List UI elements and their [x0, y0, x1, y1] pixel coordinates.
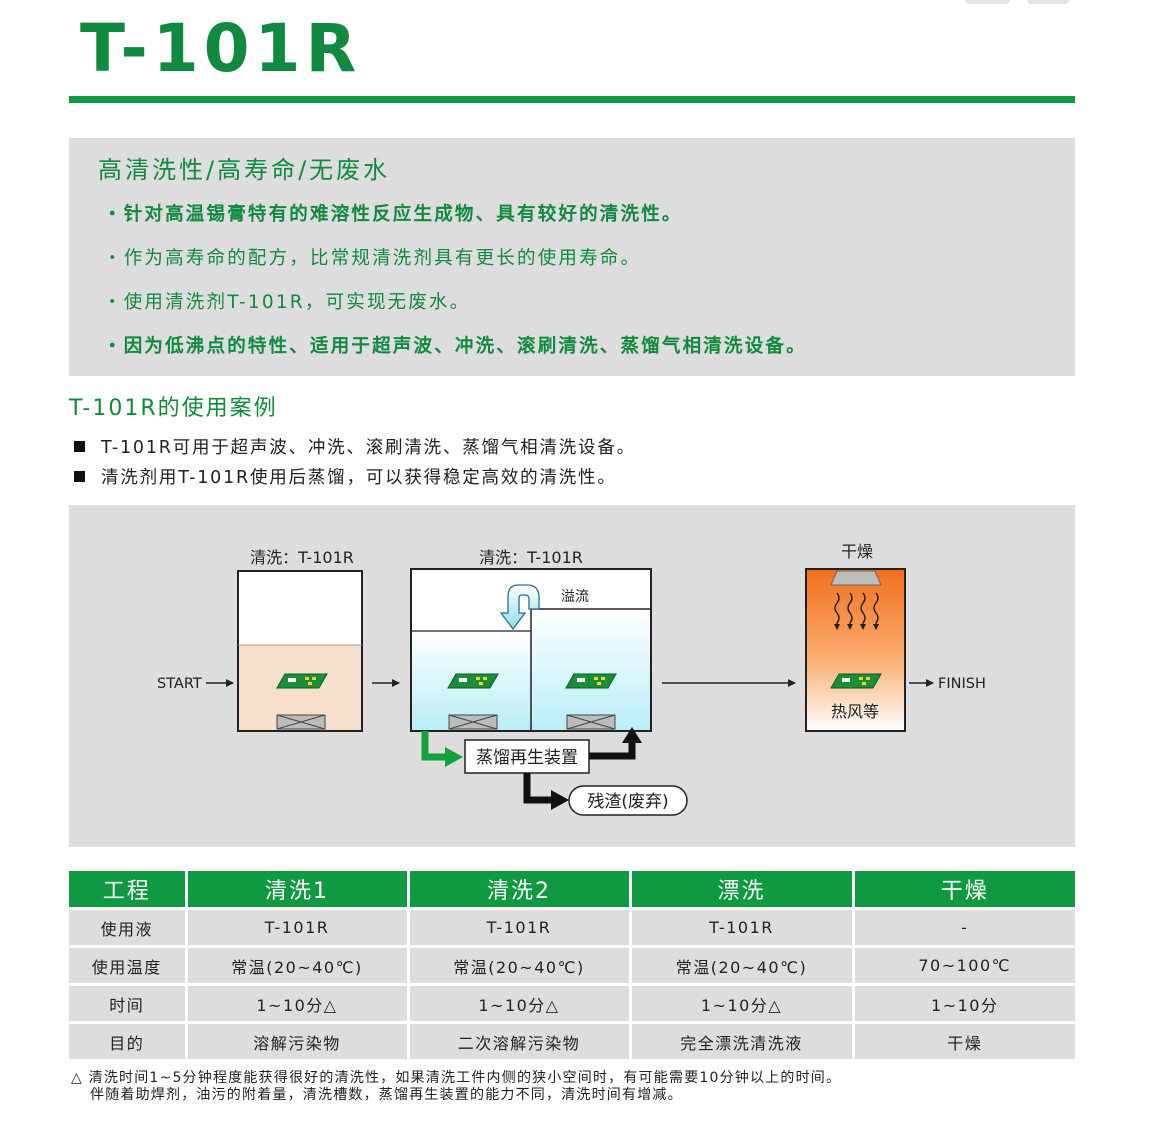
residue-label: 残渣(废弃): [587, 792, 668, 812]
pcb-board-icon: [276, 673, 328, 689]
green-return-arrow: [421, 731, 463, 767]
table-cell: 二次溶解污染物: [406, 1021, 630, 1059]
table-cell: T-101R: [628, 907, 853, 947]
feature-panel: 高清洗性/高寿命/无废水 ・针对高温锡膏特有的难溶性反应生成物、具有较好的清洗性…: [69, 138, 1075, 376]
table-cell: 70~100℃: [851, 945, 1075, 985]
dryer-unit: 热风等: [805, 568, 906, 732]
ultrasonic-transducer-icon: [276, 714, 326, 730]
table-cell: T-101R: [184, 907, 408, 947]
table-header-cell: 工程: [69, 871, 186, 909]
table-row: 时间 1~10分△ 1~10分△ 1~10分△ 1~10分: [69, 983, 1075, 1023]
table-cell: T-101R: [406, 907, 630, 947]
blower-nozzle-icon: [830, 570, 882, 586]
table-cell: 干燥: [851, 1021, 1075, 1059]
table-cell: -: [851, 907, 1075, 947]
corner-decoration: [965, 0, 1070, 5]
table-row-label: 目的: [69, 1021, 186, 1059]
regeneration-output-arrow: [589, 727, 642, 760]
process-diagram: 清洗：T-101R START 清洗：T-101R: [69, 505, 1075, 847]
table-row-label: 使用液: [69, 907, 186, 947]
table-cell: 常温(20~40℃): [184, 945, 408, 985]
ultrasonic-transducer-icon: [566, 714, 616, 730]
start-label: START: [157, 676, 202, 692]
table-cell: 完全漂洗清洗液: [628, 1021, 853, 1059]
table-row: 使用液 T-101R T-101R T-101R -: [69, 907, 1075, 947]
wash-tank-1: [237, 570, 363, 732]
table-header-cell: 清洗1: [184, 871, 408, 909]
feature-heading: 高清洗性/高寿命/无废水: [98, 156, 391, 184]
finish-label: FINISH: [938, 676, 986, 692]
hot-air-arrows-icon: [834, 592, 879, 630]
feature-list: ・针对高温锡膏特有的难溶性反应生成物、具有较好的清洗性。 ・作为高寿命的配方，比…: [103, 202, 807, 378]
overflow-label: 溢流: [561, 589, 589, 605]
usage-item-text: T-101R可用于超声波、冲洗、滚刷清洗、蒸馏气相清洗设备。: [101, 438, 636, 458]
page-title: T-101R: [80, 10, 362, 87]
ultrasonic-transducer-icon: [448, 714, 498, 730]
table-row: 目的 溶解污染物 二次溶解污染物 完全漂洗清洗液 干燥: [69, 1021, 1075, 1059]
table-cell: 1~10分△: [184, 983, 408, 1023]
table-header-cell: 干燥: [851, 871, 1075, 909]
square-bullet-icon: [74, 471, 85, 482]
tank1-label: 清洗：T-101R: [250, 548, 354, 567]
overflow-arrow-icon: [499, 584, 540, 631]
table-row: 使用温度 常温(20~40℃) 常温(20~40℃) 常温(20~40℃) 70…: [69, 945, 1075, 985]
table-cell: 1~10分: [851, 983, 1075, 1023]
process-diagram-svg: 清洗：T-101R START 清洗：T-101R: [157, 542, 986, 816]
residue-box: [568, 785, 688, 816]
square-bullet-icon: [74, 441, 85, 452]
usage-list: T-101R可用于超声波、冲洗、滚刷清洗、蒸馏气相清洗设备。 清洗剂用T-101…: [74, 436, 636, 496]
usage-item-text: 清洗剂用T-101R使用后蒸馏，可以获得稳定高效的清洗性。: [101, 468, 617, 488]
table-header-cell: 漂洗: [628, 871, 853, 909]
process-spec-table: 工程 清洗1 清洗2 漂洗 干燥 使用液 T-101R T-101R T-101…: [69, 871, 1075, 1059]
footnote-line: △ 清洗时间1~5分钟程度能获得很好的清洗性，如果清洗工件内侧的狭小空间时，有可…: [71, 1070, 842, 1086]
wash-rinse-tank: 溢流: [410, 568, 652, 732]
regeneration-unit-label: 蒸馏再生装置: [476, 748, 578, 768]
usage-item: T-101R可用于超声波、冲洗、滚刷清洗、蒸馏气相清洗设备。: [74, 436, 636, 466]
dryer-label: 干燥: [841, 542, 873, 561]
feature-item: ・针对高温锡膏特有的难溶性反应生成物、具有较好的清洗性。: [103, 204, 683, 225]
feature-item: ・使用清洗剂T-101R，可实现无废水。: [103, 292, 471, 313]
table-cell: 常温(20~40℃): [628, 945, 853, 985]
table-cell: 1~10分△: [406, 983, 630, 1023]
table-cell: 1~10分△: [628, 983, 853, 1023]
table-header-row: 工程 清洗1 清洗2 漂洗 干燥: [69, 871, 1075, 909]
dryer-sub-label: 热风等: [831, 702, 879, 721]
residue-arrow: [523, 773, 569, 810]
table-header-cell: 清洗2: [406, 871, 630, 909]
usage-heading: T-101R的使用案例: [69, 396, 278, 421]
table-cell: 溶解污染物: [184, 1021, 408, 1059]
pcb-board-icon: [447, 673, 499, 689]
feature-item: ・作为高寿命的配方，比常规清洗剂具有更长的使用寿命。: [103, 248, 642, 269]
footnote: △ 清洗时间1~5分钟程度能获得很好的清洗性，如果清洗工件内侧的狭小空间时，有可…: [71, 1070, 841, 1104]
table-row-label: 时间: [69, 983, 186, 1023]
table-row-label: 使用温度: [69, 945, 186, 985]
pcb-board-icon: [565, 673, 617, 689]
feature-item: ・因为低沸点的特性、适用于超声波、冲洗、滚刷清洗、蒸馏气相清洗设备。: [103, 336, 807, 357]
title-divider: [69, 96, 1075, 103]
table-cell: 常温(20~40℃): [406, 945, 630, 985]
footnote-line: 伴随着助焊剂，油污的附着量，清洗槽数，蒸馏再生装置的能力不同，清洗时间有增减。: [90, 1087, 683, 1103]
pcb-board-icon: [830, 673, 882, 689]
usage-item: 清洗剂用T-101R使用后蒸馏，可以获得稳定高效的清洗性。: [74, 466, 636, 496]
tank2-label: 清洗：T-101R: [479, 548, 583, 567]
